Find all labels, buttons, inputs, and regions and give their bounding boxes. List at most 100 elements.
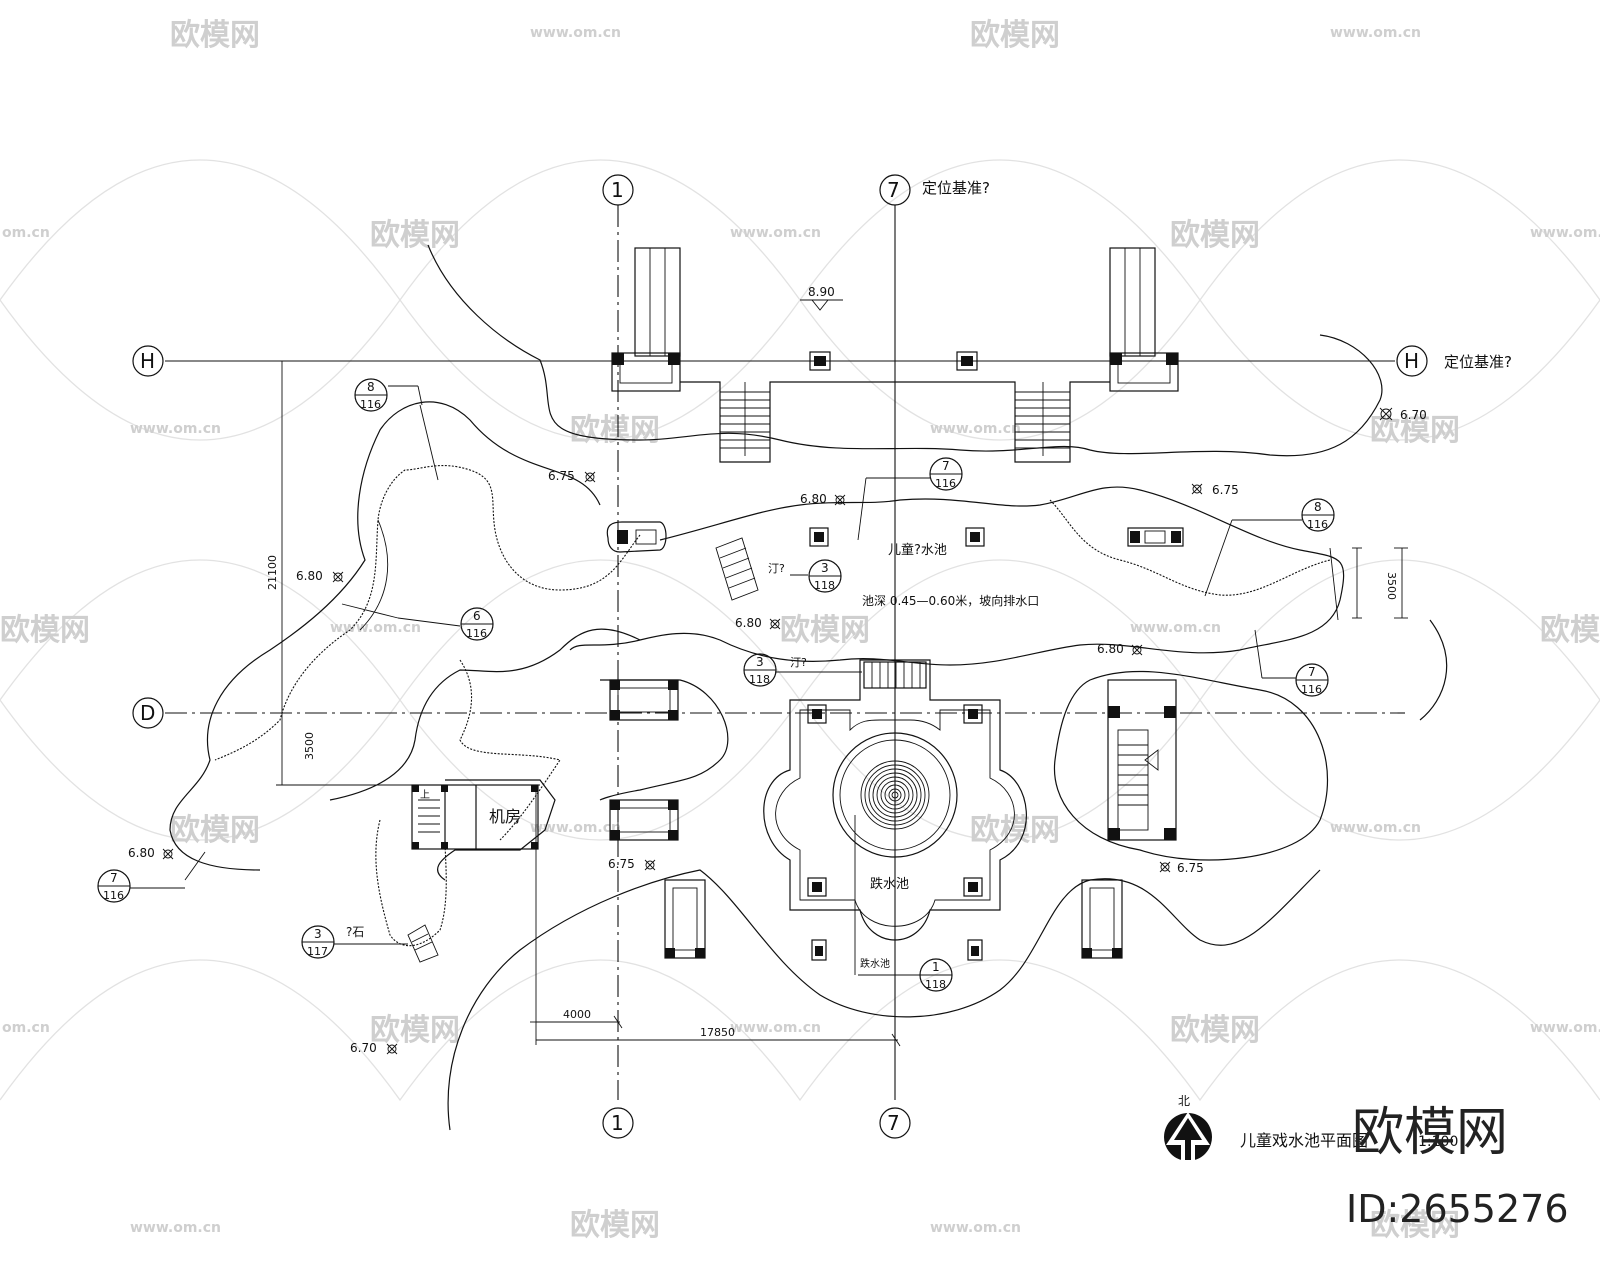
svg-text:6.75: 6.75 [548,469,575,483]
svg-text:7: 7 [887,1111,900,1135]
watermark-site: www.om.cn [730,225,821,241]
watermark-brand: 欧模网 [570,413,660,448]
site-outline [427,244,1448,1131]
pool-labels: 儿童?水池 池深 0.45—0.60米，坡向排水口 汀? 汀? ?石 跌水池 [346,542,1039,970]
watermark-site: www.om.cn [730,1020,821,1036]
svg-text:1: 1 [932,960,940,974]
watermark-site: www.om.cn [130,1220,221,1236]
watermark-brand: 欧模网 [570,1208,660,1243]
stepping-stone-label-a: 汀? [768,562,785,575]
drawing-title: 儿童戏水池平面图 [1240,1131,1368,1150]
elev-marker: 6.80 [800,492,846,506]
svg-text:6.75: 6.75 [1177,861,1204,875]
watermark-brand: 欧模网 [170,813,260,848]
dimensions: 21100 3500 4000 17850 [266,360,901,1047]
svg-text:116: 116 [103,889,124,902]
svg-text:8: 8 [1314,500,1322,514]
svg-text:7: 7 [1308,665,1316,679]
elev-top-terrace: 8.90 [808,285,835,299]
water-channel [169,401,1345,947]
elev-marker: 6.80 [735,616,781,630]
corner-watermark-id: ID:2655276 [1346,1187,1569,1231]
watermark-site: www.om.cn [130,421,221,437]
svg-text:3: 3 [756,655,764,669]
dim-21100: 21100 [266,555,279,590]
svg-text:116: 116 [1307,518,1328,531]
machine-room-label: 机房 [489,807,521,826]
watermark-site: www.om.cn [1330,820,1421,836]
svg-text:118: 118 [749,673,770,686]
watermark-brand: 欧模网 [0,613,90,648]
svg-text:118: 118 [814,579,835,592]
elevation-markers: 6.70 6.75 6.80 6.75 6.80 6.80 6.80 6.80 … [128,407,1427,1055]
svg-text:1: 1 [611,1111,624,1135]
grid-axes: 1 7 1 7 H H D 定位基准? 定位基准? [132,174,1512,1139]
watermark-site: www.om.cn [930,421,1021,437]
watermark-brand: 欧模网 [1370,1208,1460,1243]
rock-label: ?石 [346,925,364,939]
svg-text:116: 116 [360,398,381,411]
svg-text:116: 116 [1301,683,1322,696]
machine-room: 上 机房 [407,779,556,963]
svg-text:6.80: 6.80 [128,846,155,860]
pool-depth-note: 池深 0.45—0.60米，坡向排水口 [862,593,1039,608]
datum-note-top: 定位基准? [922,179,990,197]
watermark-brand: 欧模网 [370,1013,460,1048]
svg-text:6.80: 6.80 [735,616,762,630]
north-label: 北 [1178,1094,1190,1108]
axis-bubble-7-top: 7 [879,174,911,206]
elev-marker: 6.80 [296,569,344,583]
shelters: 3500 [599,547,1408,959]
axis-bubble-1-top: 1 [602,174,634,206]
watermark-site: www.om.cn [1530,225,1600,241]
elev-marker: 6.75 [1159,861,1204,875]
dim-17850: 17850 [700,1026,735,1039]
watermark-brand: 欧模网 [970,813,1060,848]
pool-name: 儿童?水池 [888,542,947,558]
svg-text:H: H [1404,349,1419,373]
svg-text:7: 7 [110,871,118,885]
dim-3500-left: 3500 [303,732,316,760]
watermark-brand: 欧模网 [970,18,1060,53]
axis-bubble-h-right: H [1396,345,1428,377]
axis-bubble-7-bottom: 7 [879,1107,911,1139]
svg-text:3: 3 [314,927,322,941]
svg-text:6.70: 6.70 [350,1041,377,1055]
stepping-stone-label-b: 汀? [790,656,807,669]
svg-text:D: D [140,701,155,725]
watermark-site: www.om.cn [530,25,621,41]
svg-text:7: 7 [942,459,950,473]
svg-text:H: H [140,349,155,373]
drawing-scale: 1:100 [1418,1134,1458,1150]
elev-marker: 6.75 [548,469,596,483]
watermark-site: www.om.cn [1130,620,1221,636]
elev-marker: 6.75 [608,857,656,871]
svg-text:117: 117 [307,945,328,958]
svg-text:6.75: 6.75 [1212,483,1239,497]
watermark-site: www.om.cn [930,1220,1021,1236]
elev-marker: 6.75 [1191,483,1239,497]
corner-watermark-brand: 欧模网 [1352,1103,1508,1163]
svg-text:8: 8 [367,380,375,394]
planters [606,521,1184,601]
watermark-brand: 欧模网 [170,18,260,53]
north-arrow: 北 [1164,1094,1212,1162]
svg-text:7: 7 [887,178,900,202]
svg-text:118: 118 [925,978,946,991]
svg-text:6.80: 6.80 [1097,642,1124,656]
watermark-site: om.cn [2,1020,50,1036]
elev-marker: 6.70 [1379,407,1427,422]
svg-text:6.80: 6.80 [296,569,323,583]
watermark-brand: 欧模网 [780,613,870,648]
watermark-site: www.om.cn [1330,25,1421,41]
